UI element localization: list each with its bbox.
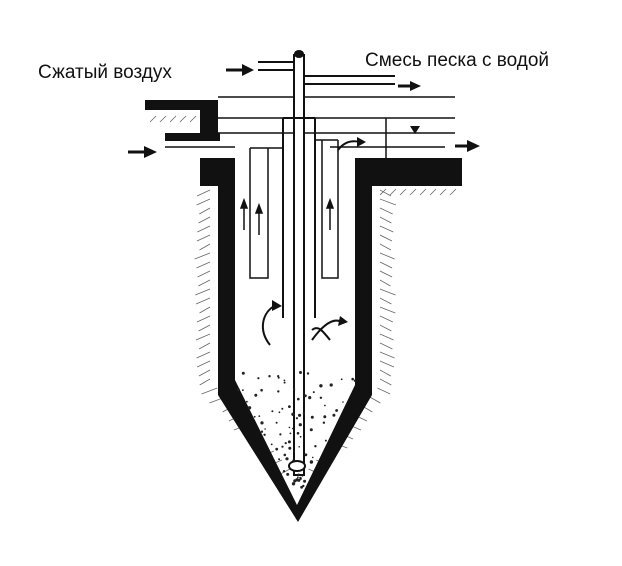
inlet-channel-top-wall — [145, 100, 218, 136]
sand-particles — [237, 371, 357, 489]
arrow-mixture-out — [398, 81, 421, 91]
inner-sleeve-left — [249, 148, 269, 279]
tank-wall — [200, 158, 462, 522]
water-level-marker — [410, 126, 420, 134]
air-nozzle — [288, 460, 306, 472]
arrow-air-in — [226, 64, 254, 76]
label-sand-water-mixture: Смесь песка с водой — [365, 50, 549, 71]
arrow-water-inlet — [128, 146, 157, 158]
label-compressed-air: Сжатый воздух — [38, 62, 172, 83]
inlet-channel-lower-wall — [165, 133, 220, 141]
swirl-arrows — [261, 140, 361, 346]
swirl-arrowheads — [272, 137, 366, 326]
inner-sleeve-right — [321, 140, 339, 279]
upflow-arrows — [239, 197, 335, 235]
arrow-water-outlet — [455, 140, 480, 152]
airlift-casing — [282, 117, 316, 318]
air-pipe-cap — [294, 50, 304, 58]
